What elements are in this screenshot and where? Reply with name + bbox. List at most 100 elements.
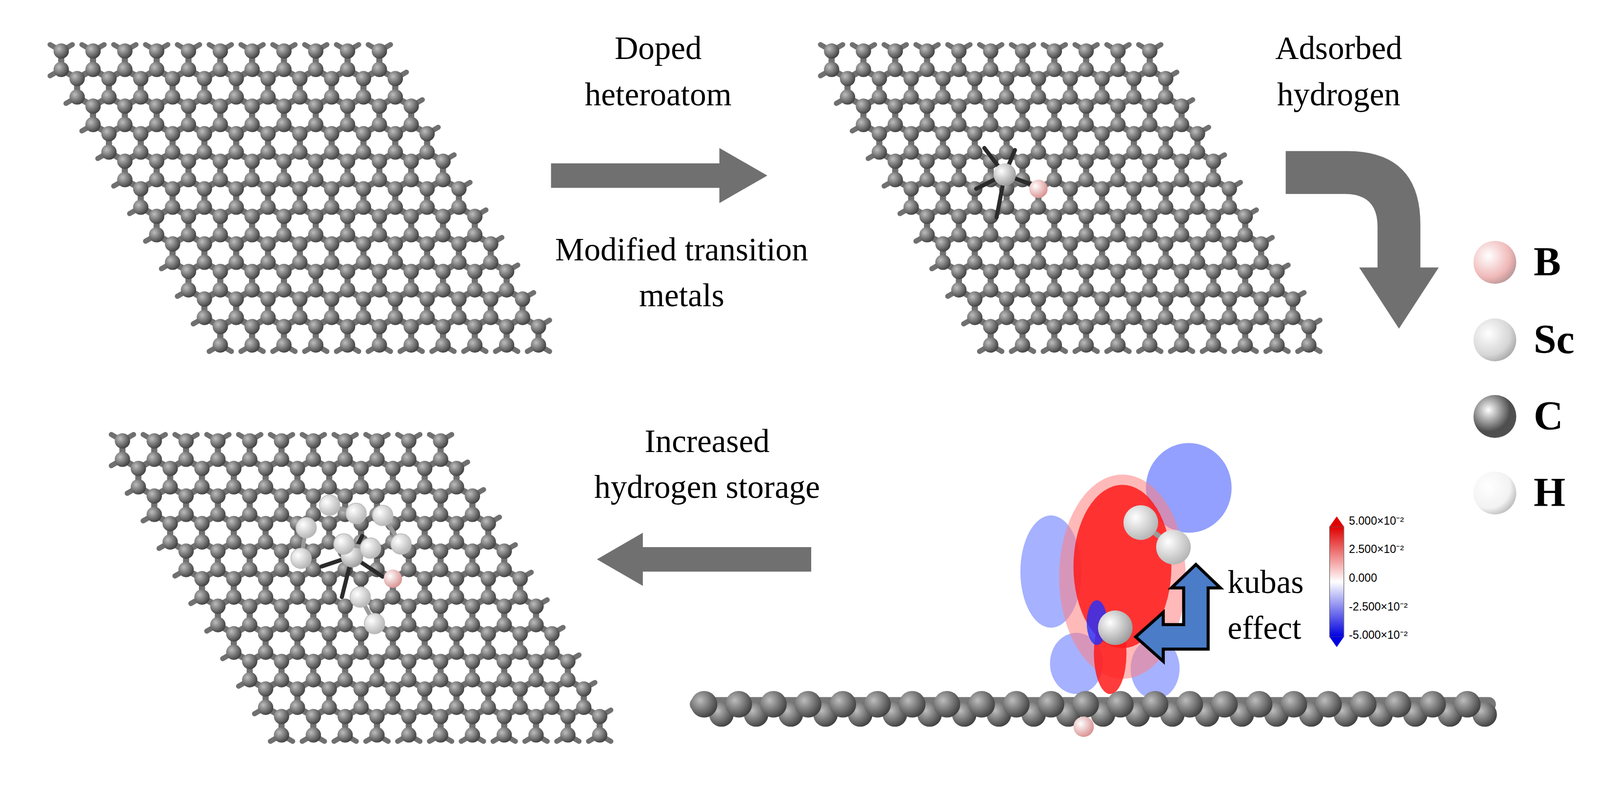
carbon-atom: [162, 460, 178, 477]
carbon-atom: [1221, 181, 1237, 197]
carbon-atom: [276, 208, 292, 224]
carbon-atom: [212, 208, 228, 224]
carbon-atom: [369, 727, 385, 743]
carbon-atom: [560, 672, 576, 688]
carbon-atom: [967, 125, 983, 141]
carbon-atom: [196, 199, 212, 215]
carbon-atom: [323, 236, 340, 252]
carbon-atom: [467, 227, 483, 243]
carbon-atom: [371, 117, 387, 133]
carbon-atom: [1174, 282, 1190, 298]
carbon-atom: [1078, 98, 1094, 114]
carbon-atom: [887, 43, 903, 59]
h2-molecule: [333, 534, 381, 559]
carbon-atom: [292, 125, 308, 141]
carbon-atom: [1158, 181, 1174, 197]
carbon-atom: [371, 208, 387, 224]
carbon-atom: [210, 599, 226, 615]
carbon-atom: [289, 700, 305, 716]
carbon-atom: [1078, 263, 1094, 280]
carbon-atom: [435, 282, 451, 298]
carbon-atom: [164, 181, 180, 197]
carbon-atom: [871, 125, 887, 141]
carbon-atom: [1014, 98, 1030, 114]
carbon-atom: [544, 644, 560, 660]
carbon-atom: [387, 70, 403, 86]
carbon-atom: [273, 617, 289, 633]
carbon-atom: [133, 70, 149, 86]
carbon-atom: [760, 691, 787, 718]
carbon-atom: [258, 460, 274, 477]
carbon-atom: [1014, 263, 1030, 280]
carbon-atom: [1062, 199, 1078, 215]
carbon-atom: [164, 254, 180, 270]
carbon-atom: [337, 488, 353, 504]
carbon-atom: [528, 617, 544, 633]
carbon-atom: [273, 727, 289, 743]
carbon-atom: [903, 144, 919, 160]
carbon-atom: [305, 654, 321, 670]
carbon-atom: [117, 117, 133, 133]
carbon-atom: [133, 125, 149, 141]
carbon-atom: [194, 516, 210, 532]
atoms: [114, 433, 608, 743]
carbon-atom: [114, 451, 130, 467]
carbon-atom: [528, 654, 544, 670]
carbon-atom: [321, 626, 337, 642]
carbon-atom: [241, 654, 258, 670]
carbon-atom: [433, 727, 449, 743]
carbon-atom: [1030, 144, 1046, 160]
carbon-atom: [258, 700, 274, 716]
carbon-atom: [1189, 199, 1205, 215]
carbon-atom: [435, 263, 451, 280]
carbon-atom: [1141, 227, 1158, 243]
carbon-atom: [1158, 236, 1174, 252]
hydrogen-atom: [364, 613, 385, 635]
carbon-atom: [276, 117, 292, 133]
carbon-atom: [241, 599, 258, 615]
carbon-atom: [228, 309, 244, 325]
carbon-atom: [371, 153, 387, 169]
carbon-atom: [1158, 144, 1174, 160]
carbon-atom: [101, 125, 117, 141]
carbon-atom: [855, 98, 871, 114]
carbon-atom: [337, 727, 353, 743]
carbon-atom: [935, 199, 951, 215]
hydrogen-atom: [333, 534, 355, 555]
carbon-atom: [355, 89, 371, 105]
hydrogen-atom: [350, 587, 371, 608]
carbon-atom: [340, 282, 356, 298]
carbon-atom: [451, 181, 467, 197]
carbon-atom: [1189, 309, 1205, 325]
hydrogen-atom: [360, 538, 381, 559]
carbon-atom: [305, 617, 321, 633]
sc-bonds: [976, 147, 1038, 218]
carbon-atom: [1237, 263, 1253, 280]
carbon-atom: [1253, 291, 1269, 307]
carbon-atom: [482, 236, 499, 252]
carbon-atom: [244, 172, 260, 188]
carbon-atom: [417, 571, 433, 587]
carbon-atom: [305, 488, 321, 504]
carbon-atom: [308, 263, 324, 280]
carbon-atom: [1014, 208, 1030, 224]
carbon-atom: [433, 433, 449, 449]
graphene-side-view: [689, 691, 1498, 738]
carbon-atom: [467, 319, 483, 335]
carbon-atom: [212, 153, 228, 169]
carbon-atom: [228, 291, 244, 307]
carbon-atom: [967, 254, 983, 270]
carbon-atom: [512, 571, 528, 587]
carbon-atom: [887, 98, 903, 114]
carbon-atom: [178, 543, 194, 560]
carbon-atom: [260, 125, 276, 141]
carbon-atom: [464, 488, 480, 504]
carbon-atom: [1110, 61, 1126, 78]
carbon-atom: [385, 681, 401, 697]
carbon-atom: [260, 70, 276, 86]
process-arrow: [551, 147, 768, 203]
carbon-atom: [85, 117, 101, 133]
carbon-atom: [919, 117, 935, 133]
carbon-atom: [337, 617, 353, 633]
carbon-atom: [417, 681, 433, 697]
